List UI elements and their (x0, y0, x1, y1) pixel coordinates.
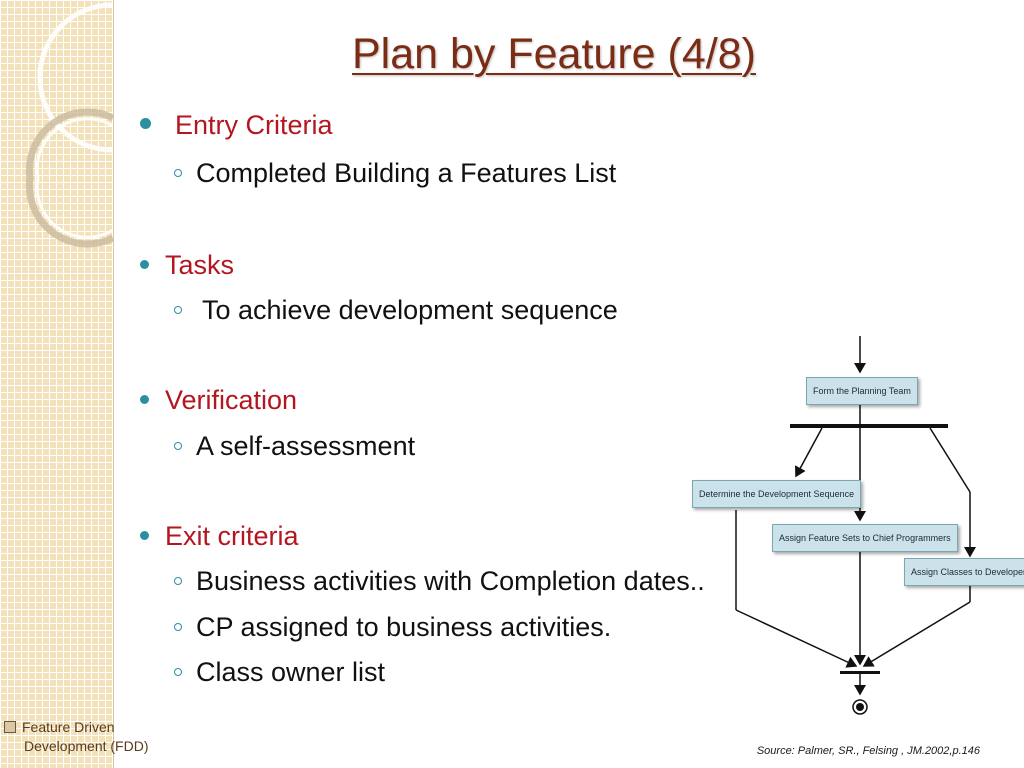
section-heading: Tasks (140, 250, 234, 281)
section-heading-label: Entry Criteria (175, 110, 333, 140)
bullet-dot-icon (140, 531, 149, 540)
document-icon (4, 721, 16, 733)
ring-bullet-icon (174, 623, 182, 631)
list-item: To achieve development sequence (174, 295, 618, 326)
list-item: CP assigned to business activities. (174, 612, 611, 643)
bullet-dot-icon (140, 118, 151, 129)
list-item: Completed Building a Features List (174, 158, 616, 189)
sidebar-label-line1: Feature Driven (22, 719, 115, 735)
bullet-dot-icon (140, 260, 149, 269)
section-heading: Exit criteria (140, 521, 299, 552)
list-item-label: Business activities with Completion date… (196, 566, 705, 596)
activity-diagram: Form the Planning Team Determine the Dev… (680, 330, 1024, 720)
list-item-label: CP assigned to business activities. (196, 612, 612, 642)
section-heading-label: Verification (165, 385, 298, 415)
diagram-connectors (735, 336, 976, 715)
section-heading-label: Exit criteria (165, 521, 299, 551)
source-citation: Source: Palmer, SR., Felsing , JM.2002,p… (756, 745, 980, 757)
bullet-dot-icon (140, 395, 149, 404)
section-heading: Entry Criteria (140, 110, 333, 141)
node-assign-classes: Assign Classes to Developers (904, 558, 1024, 586)
ring-bullet-icon (174, 577, 182, 585)
sidebar-footer-label: Feature Driven Development (FDD) (4, 718, 174, 756)
node-form-planning-team: Form the Planning Team (806, 377, 918, 405)
sidebar-label-line2: Development (FDD) (24, 738, 149, 754)
ring-bullet-icon (174, 668, 182, 676)
list-item: Business activities with Completion date… (174, 566, 705, 597)
ring-bullet-icon (174, 169, 182, 177)
slide-title: Plan by Feature (4/8) (352, 30, 756, 78)
section-heading-label: Tasks (165, 250, 235, 280)
list-item-label: To achieve development sequence (202, 295, 618, 325)
list-item-label: A self-assessment (196, 431, 416, 461)
node-assign-feature-sets: Assign Feature Sets to Chief Programmers (772, 524, 958, 552)
ring-bullet-icon (174, 306, 182, 314)
section-heading: Verification (140, 385, 297, 416)
list-item: Class owner list (174, 657, 385, 688)
decorative-rings (25, 2, 113, 248)
list-item: A self-assessment (174, 431, 415, 462)
list-item-label: Completed Building a Features List (196, 158, 617, 188)
list-item-label: Class owner list (196, 657, 386, 687)
sidebar-decoration: Feature Driven Development (FDD) (0, 0, 148, 768)
node-determine-dev-sequence: Determine the Development Sequence (692, 480, 862, 508)
ring-bullet-icon (174, 442, 182, 450)
